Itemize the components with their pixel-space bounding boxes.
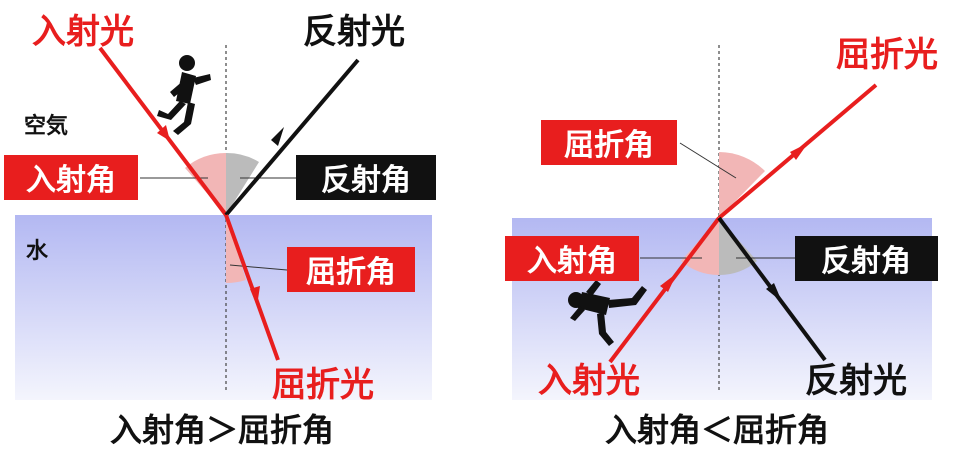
left-water-label: 水 xyxy=(26,239,49,264)
left-reflected-light-label: 反射光 xyxy=(303,12,405,52)
left-caption: 入射角＞屈折角 xyxy=(110,411,334,449)
right-reflection-angle-box xyxy=(795,236,938,281)
left-air-label: 空気 xyxy=(24,113,68,139)
right-refraction-angle-box xyxy=(541,120,677,165)
left-reflection-angle-label: 反射角 xyxy=(321,163,411,198)
falling-man-icon xyxy=(568,280,647,346)
right-refracted-light-label: 屈折光 xyxy=(836,35,938,75)
right-refracted-arrow xyxy=(790,143,808,160)
right-caption: 入射角＜屈折角 xyxy=(605,411,829,449)
right-reflection-angle-label: 反射角 xyxy=(821,244,911,279)
running-man-icon xyxy=(157,55,211,135)
right-incident-angle-box xyxy=(505,236,639,281)
left-refraction-angle-leader xyxy=(229,264,288,271)
right-incident-arrow xyxy=(660,273,677,292)
left-incident-angle-label: 入射角 xyxy=(26,163,116,198)
right-incident-light-label: 入射光 xyxy=(538,361,640,401)
left-panel: 入射光 反射光 空気 入射角 反射角 水 屈折角 屈折光 入射角＞屈折角 xyxy=(4,12,436,449)
left-refracted-light-label: 屈折光 xyxy=(272,365,374,405)
right-refraction-angle-arc xyxy=(719,152,765,218)
left-reflected-arrow xyxy=(271,127,284,146)
left-reflected-ray xyxy=(224,58,360,217)
right-refraction-angle-leader xyxy=(679,142,737,179)
left-water-region xyxy=(15,215,432,400)
left-refraction-angle-label: 屈折角 xyxy=(306,255,396,290)
right-incident-ray xyxy=(608,216,721,364)
left-incident-angle-box xyxy=(4,155,138,200)
left-refracted-arrow xyxy=(250,286,260,306)
right-reflected-light-label: 反射光 xyxy=(805,361,907,401)
right-incident-angle-label: 入射角 xyxy=(527,244,617,279)
right-refraction-angle-label: 屈折角 xyxy=(564,128,654,163)
left-incident-arrow xyxy=(157,125,170,141)
left-reflection-angle-box xyxy=(296,155,436,200)
right-panel: 屈折光 屈折角 入射角 反射角 入射光 反射光 入射角＜屈折角 xyxy=(505,35,938,449)
right-reflected-arrow xyxy=(766,283,782,302)
left-refracted-ray xyxy=(224,214,280,361)
left-incident-light-label: 入射光 xyxy=(32,12,134,52)
left-refraction-angle-box xyxy=(287,247,415,292)
left-reflection-angle-arc xyxy=(226,152,259,215)
